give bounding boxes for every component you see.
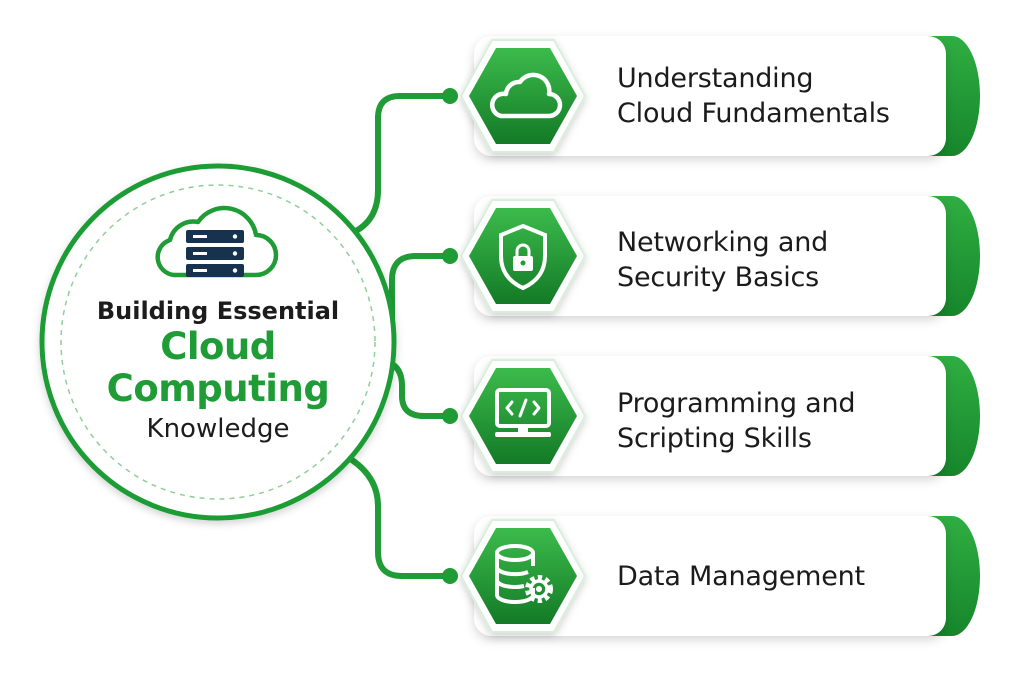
- gear-icon: [525, 575, 553, 603]
- connectors: [349, 93, 453, 579]
- connector-3: [381, 357, 453, 419]
- database-gear-icon: [495, 544, 553, 604]
- card-4: [474, 516, 980, 636]
- hub-title-line-3: Computing: [106, 367, 330, 410]
- shield-lock-icon: [499, 223, 547, 291]
- connector-dot-3: [442, 408, 458, 424]
- hub-outer-ring: [39, 163, 397, 521]
- hub-title-line-4: Knowledge: [146, 414, 290, 444]
- card-2-label-line-2: Security Basics: [617, 262, 820, 293]
- connector-dot-4: [442, 568, 458, 584]
- hub-title: Building Essential Cloud Computing Knowl…: [58, 296, 378, 446]
- card-4-background: [474, 516, 946, 636]
- connector-dots: [442, 88, 458, 584]
- code-monitor-icon: [495, 388, 551, 437]
- connector-1: [351, 93, 453, 235]
- connector-dot-1: [442, 88, 458, 104]
- hexagon-1: [459, 39, 587, 153]
- card-2: [474, 196, 980, 316]
- card-2-label-line-1: Networking and: [617, 227, 829, 258]
- card-1-label: Understanding Cloud Fundamentals: [617, 61, 957, 131]
- card-3-label: Programming and Scripting Skills: [617, 386, 957, 456]
- card-3-background: [474, 356, 946, 476]
- card-1-label-line-1: Understanding: [617, 63, 814, 94]
- card-2-label: Networking and Security Basics: [617, 225, 957, 295]
- card-4-label: Data Management: [617, 559, 957, 594]
- connector-dot-2: [442, 248, 458, 264]
- hexagon-badges: [459, 39, 587, 633]
- card-4-label-line-1: Data Management: [617, 561, 865, 592]
- hub-inner-ring: [60, 184, 376, 500]
- cloud-server-icon: [155, 205, 279, 278]
- card-1-label-line-2: Cloud Fundamentals: [617, 98, 890, 129]
- card-3-label-line-1: Programming and: [617, 388, 856, 419]
- card-1-background: [474, 36, 946, 156]
- cloud-icon: [490, 72, 563, 119]
- connector-4: [349, 457, 453, 579]
- card-3-label-line-2: Scripting Skills: [617, 423, 812, 454]
- hub: [39, 163, 397, 521]
- card-1: [474, 36, 980, 156]
- connector-2: [389, 253, 453, 323]
- card-2-background: [474, 196, 946, 316]
- hub-title-line-1: Building Essential: [96, 297, 340, 325]
- hub-title-line-2: Cloud: [160, 325, 276, 368]
- card-3: [474, 356, 980, 476]
